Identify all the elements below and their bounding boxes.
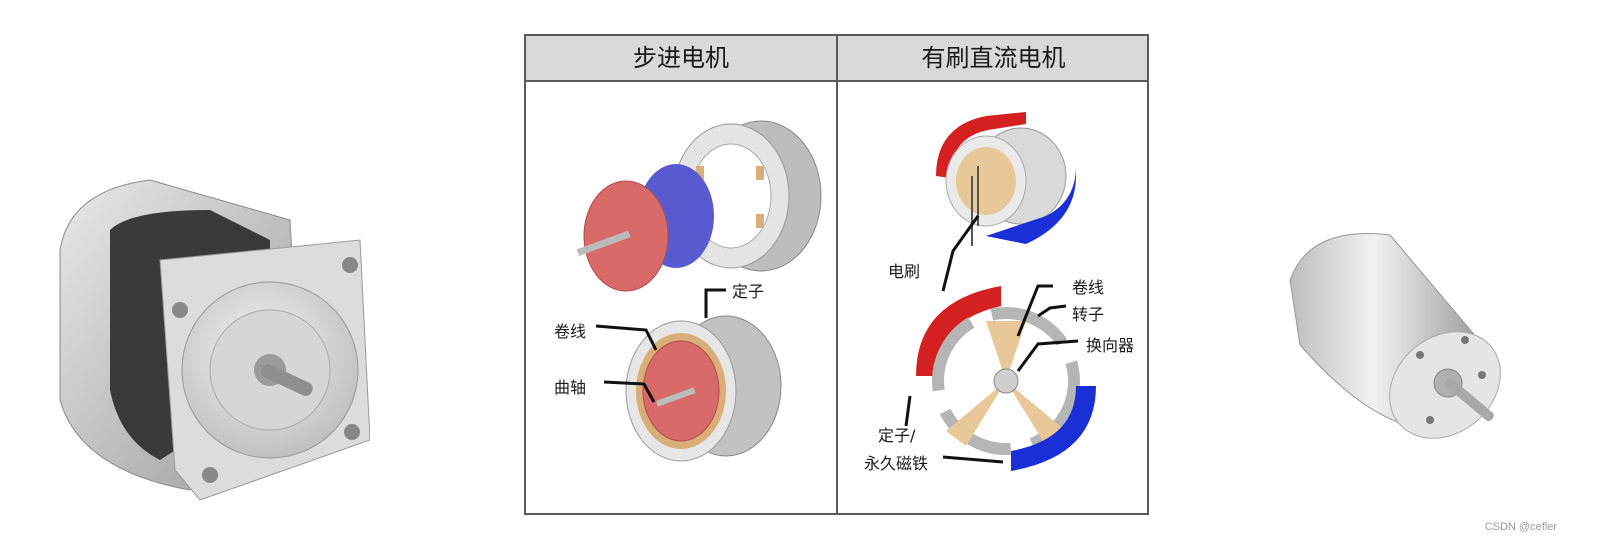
dc-motor-exploded-diagram — [936, 112, 1076, 246]
comparison-table: 步进电机 有刷直流电机 定子 卷线 曲轴 — [524, 34, 1149, 515]
small-dc-motor-photo — [1289, 232, 1501, 439]
stepper-assembled-diagram — [625, 315, 782, 462]
label-stator: 定子 — [732, 282, 765, 301]
stepper-motor-photo — [59, 179, 370, 500]
column-divider — [836, 36, 838, 513]
label-commutator: 换向器 — [1086, 336, 1135, 355]
label-shaft: 曲轴 — [554, 378, 587, 397]
label-stator-line1: 定子/ — [878, 426, 916, 445]
stepper-label-pointers — [595, 288, 726, 403]
label-dc-winding: 卷线 — [1072, 278, 1105, 297]
label-brush: 电刷 — [888, 262, 921, 281]
label-rotor: 转子 — [1072, 305, 1105, 324]
watermark: CSDN @cefler — [1484, 521, 1557, 533]
header-brushed-dc-motor: 有刷直流电机 — [921, 44, 1066, 72]
header-stepper-motor: 步进电机 — [633, 44, 729, 72]
stepper-exploded-diagram — [576, 120, 822, 292]
dc-label-pointers — [904, 215, 1079, 464]
dc-motor-cross-section — [916, 286, 1096, 471]
label-stator-line2: 永久磁铁 — [864, 454, 929, 473]
label-winding: 卷线 — [554, 322, 587, 341]
